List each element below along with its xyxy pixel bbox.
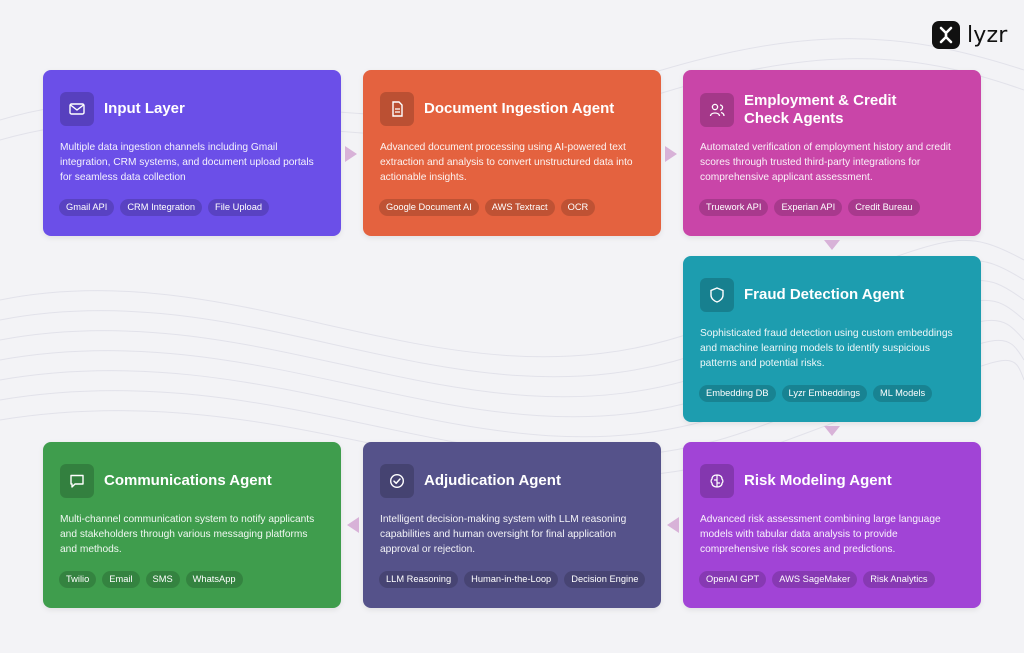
tag: OpenAI GPT [699,571,767,588]
card-title: Communications Agent [104,472,272,489]
risk-modeling-card: Risk Modeling Agent Advanced risk assess… [683,442,981,608]
card-title: Fraud Detection Agent [744,286,905,303]
arrow-right-1 [345,146,357,162]
tag: Lyzr Embeddings [781,385,868,402]
tag: Google Document AI [379,199,479,216]
tag-list: Gmail API CRM Integration File Upload [59,199,270,216]
message-icon [60,464,94,498]
tag-list: Twilio Email SMS WhatsApp [59,571,243,588]
users-icon [700,93,734,127]
arrow-right-2 [665,146,677,162]
adjudication-card: Adjudication Agent Intelligent decision-… [363,442,661,608]
card-description: Multi-channel communication system to no… [60,514,315,555]
card-title: Adjudication Agent [424,472,561,489]
tag: Twilio [59,571,97,588]
card-description: Advanced document processing using AI-po… [380,142,633,183]
card-title: Risk Modeling Agent [744,472,892,489]
shield-icon [700,278,734,312]
mail-icon [60,92,94,126]
tag: Embedding DB [699,385,776,402]
fraud-detection-card: Fraud Detection Agent Sophisticated frau… [683,256,981,422]
brand-logo: lyzr [932,21,1008,49]
arrow-down-2 [824,426,840,436]
tag-list: Truework API Experian API Credit Bureau [699,199,920,216]
tag: File Upload [208,199,270,216]
card-description: Intelligent decision-making system with … [380,514,627,555]
tag: LLM Reasoning [379,571,459,588]
card-title-line: Check Agents [744,110,844,127]
card-description: Sophisticated fraud detection using cust… [700,328,953,369]
card-title-line: Employment & Credit [744,92,897,109]
tag: SMS [145,571,180,588]
arrow-down-1 [824,240,840,250]
document-icon [380,92,414,126]
card-title: Document Ingestion Agent [424,100,615,117]
tag: Experian API [774,199,843,216]
arrow-left-1 [667,517,679,533]
tag: AWS SageMaker [772,571,858,588]
check-circle-icon [380,464,414,498]
lyzr-logo-icon [932,21,960,49]
brain-icon [700,464,734,498]
tag: Truework API [699,199,769,216]
communications-card: Communications Agent Multi-channel commu… [43,442,341,608]
tag: OCR [560,199,596,216]
card-description: Advanced risk assessment combining large… [700,514,941,555]
document-ingestion-card: Document Ingestion Agent Advanced docume… [363,70,661,236]
tag: ML Models [873,385,933,402]
input-layer-card: Input Layer Multiple data ingestion chan… [43,70,341,236]
tag: CRM Integration [120,199,203,216]
card-description: Multiple data ingestion channels includi… [60,142,314,183]
card-title: Employment & Credit Check Agents [744,92,897,128]
tag-list: Google Document AI AWS Textract OCR [379,199,596,216]
card-title: Input Layer [104,100,185,117]
tag: Risk Analytics [863,571,935,588]
card-description: Automated verification of employment his… [700,142,951,183]
tag-list: LLM Reasoning Human-in-the-Loop Decision… [379,571,646,588]
tag-list: Embedding DB Lyzr Embeddings ML Models [699,385,933,402]
tag: Human-in-the-Loop [464,571,559,588]
tag: Email [102,571,140,588]
tag-list: OpenAI GPT AWS SageMaker Risk Analytics [699,571,935,588]
tag: WhatsApp [185,571,243,588]
tag: AWS Textract [484,199,555,216]
tag: Gmail API [59,199,115,216]
employment-credit-card: Employment & Credit Check Agents Automat… [683,70,981,236]
brand-name: lyzr [967,22,1008,48]
arrow-left-2 [347,517,359,533]
tag: Credit Bureau [848,199,920,216]
tag: Decision Engine [564,571,646,588]
